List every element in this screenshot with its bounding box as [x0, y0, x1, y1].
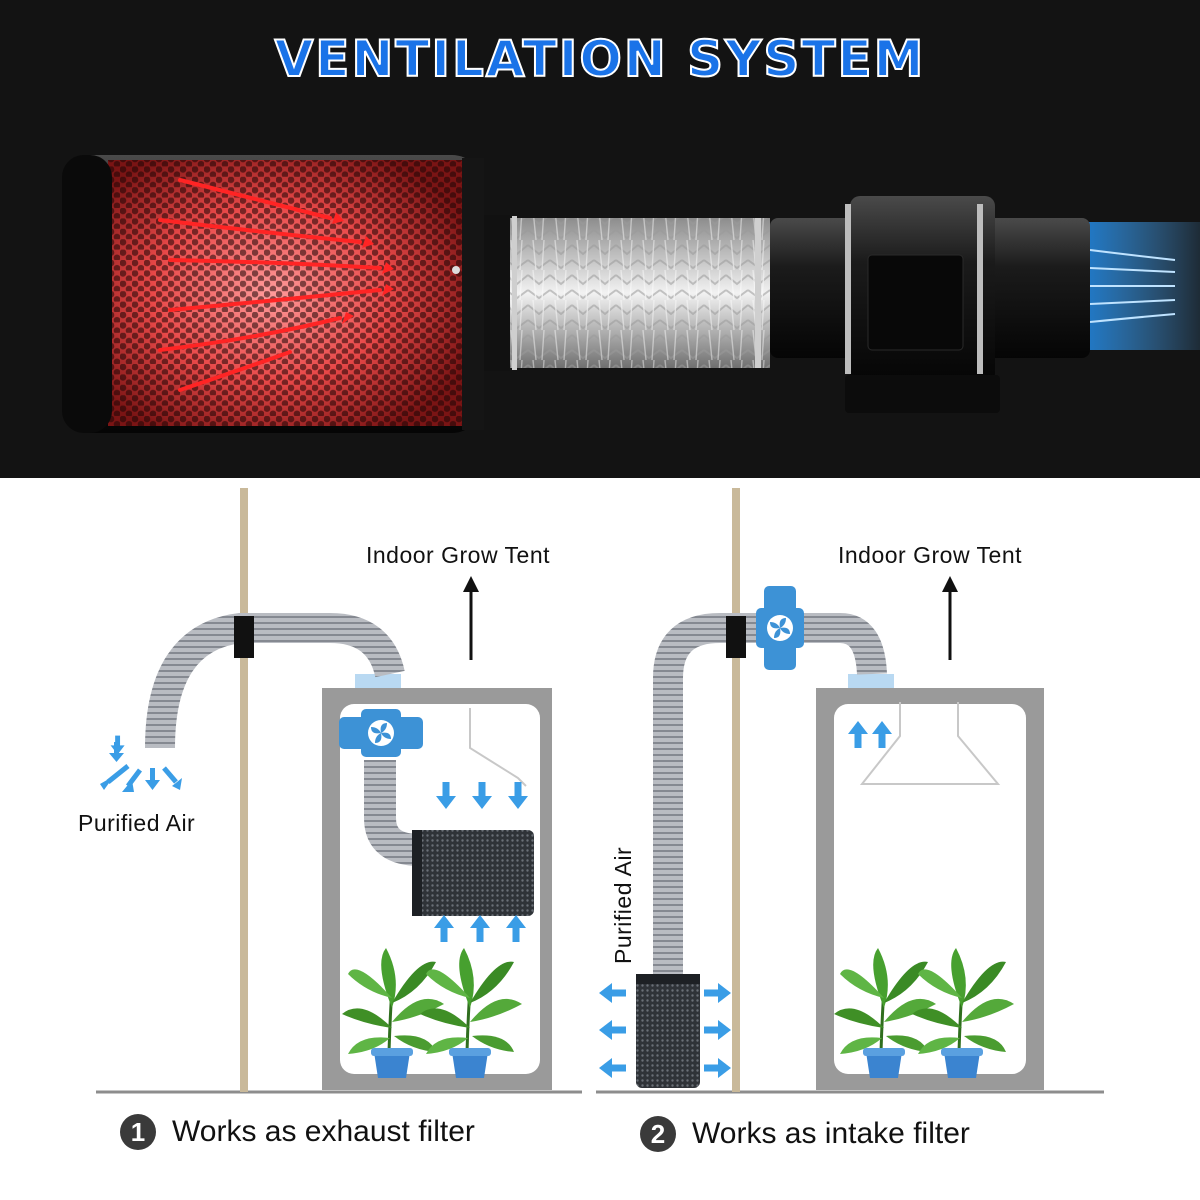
tent-label-right: Indoor Grow Tent: [838, 542, 1023, 568]
step-number-badge: 2: [640, 1116, 676, 1152]
fan-clamp-left: [845, 204, 851, 374]
light-hood: [859, 702, 1001, 785]
tent-label-left: Indoor Grow Tent: [366, 542, 551, 568]
hero-banner: VENTILATION SYSTEM: [0, 0, 1200, 478]
ventilation-product-illustration: [62, 155, 1200, 433]
installation-diagram-graphics: [96, 488, 1104, 1094]
purified-air-label-right: Purified Air: [610, 846, 636, 964]
caption-exhaust: 1 Works as exhaust filter: [120, 1114, 475, 1150]
carbon-filter-icon: [416, 830, 534, 916]
page-title: VENTILATION SYSTEM: [274, 29, 926, 89]
filter-end-cap: [62, 155, 112, 433]
tent-port-left: [355, 674, 401, 688]
wall-right: [732, 488, 740, 1092]
caption-intake-text: Works as intake filter: [692, 1117, 970, 1150]
wall-flange-left: [234, 616, 254, 658]
wall-flange-right: [726, 616, 746, 658]
fan-junction-box: [867, 254, 964, 351]
installation-diagrams: Indoor Grow Tent Purified Air 1 Works as…: [0, 478, 1200, 1200]
tent-port-right: [848, 674, 894, 688]
cool-air-arrows: [1089, 249, 1176, 323]
fan-clamp-right: [977, 204, 983, 374]
caption-exhaust-text: Works as exhaust filter: [172, 1115, 475, 1148]
wall-left: [240, 488, 248, 1092]
step-number-badge: 1: [120, 1114, 156, 1150]
caption-intake: 2 Works as intake filter: [640, 1116, 970, 1152]
ducting-hose-right: [653, 613, 887, 978]
hot-air-arrows: [158, 178, 382, 392]
duct-collar: [480, 215, 510, 371]
purified-air-label-left: Purified Air: [78, 810, 196, 836]
carbon-filter-icon: [636, 978, 700, 1088]
fan-mount-base: [845, 375, 1000, 413]
